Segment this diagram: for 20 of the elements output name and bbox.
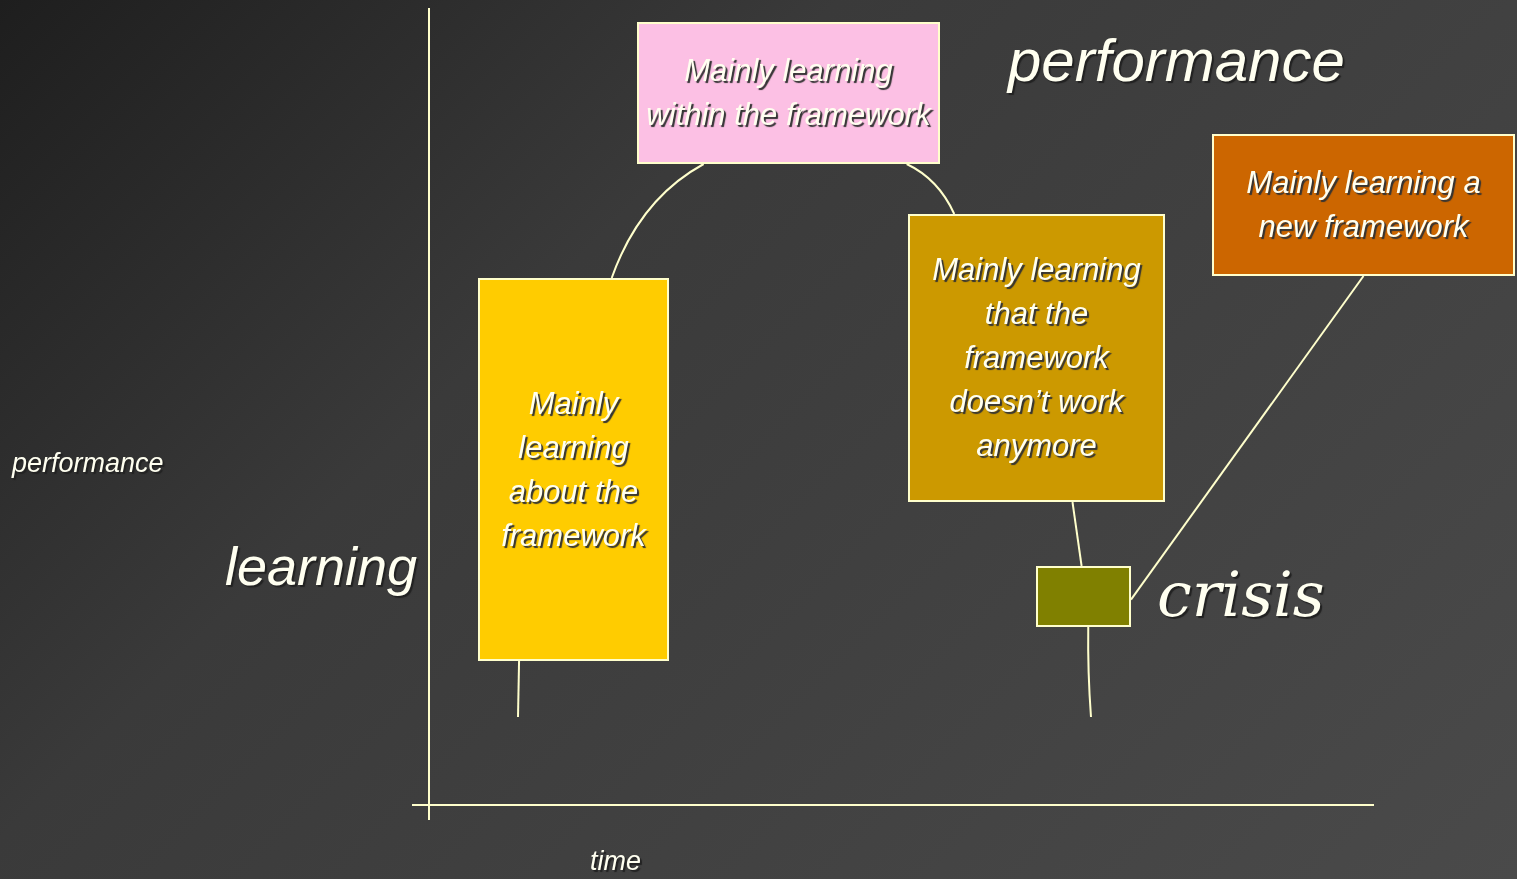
process-box xyxy=(478,278,669,661)
process-box xyxy=(1212,134,1515,276)
empty-box xyxy=(1036,566,1131,627)
curve-line xyxy=(905,163,956,215)
axis-label: time xyxy=(590,846,641,877)
chart-title: performance xyxy=(1008,26,1345,95)
box-text: Mainly learning within the framework xyxy=(645,52,933,134)
curve-line xyxy=(517,660,521,718)
curve-line xyxy=(1071,501,1083,567)
process-box xyxy=(908,214,1165,502)
box-text: Mainly learning about the framework xyxy=(500,384,648,555)
curve-line xyxy=(610,163,705,279)
box-text: Mainly learning that the framework doesn’t work anymore xyxy=(931,251,1142,465)
curve-line xyxy=(1130,275,1365,601)
crisis-label: crisis xyxy=(1157,558,1325,631)
axis-label: performance xyxy=(12,448,164,479)
process-box xyxy=(637,22,940,164)
box-text: Mainly learning a new framework xyxy=(1245,164,1482,246)
curve-line xyxy=(1087,626,1092,718)
axis-label: learning xyxy=(225,535,418,597)
